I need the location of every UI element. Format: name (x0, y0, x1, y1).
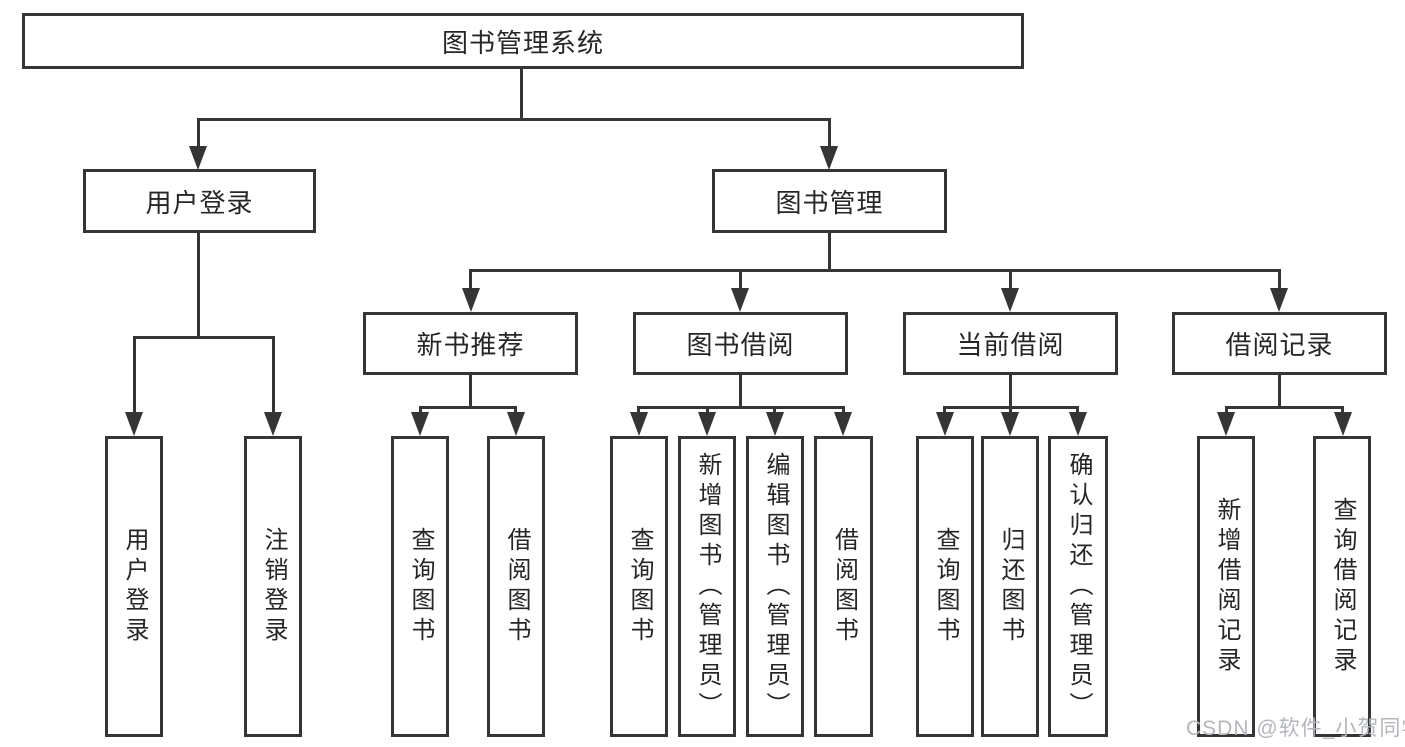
connector-root-bar (197, 118, 831, 121)
leaf-query-books-current: 查询图书 (916, 436, 974, 737)
leaf-add-borrow-record: 新增借阅记录 (1197, 436, 1255, 737)
node-book-management: 图书管理 (712, 169, 947, 233)
connector-drop (637, 406, 640, 416)
arrow-down-icon (507, 412, 525, 436)
watermark: CSDN @软件_小贺同学 (1186, 717, 1405, 740)
leaf-query-books-borrow: 查询图书 (610, 436, 668, 737)
connector-drop (1009, 269, 1012, 291)
arrow-down-icon (936, 412, 954, 436)
connector-drop (706, 406, 709, 416)
arrow-down-icon (125, 412, 143, 436)
connector-drop (773, 406, 776, 416)
connector-root-stem (520, 69, 523, 121)
leaf-confirm-return-admin: 确认归还（管理员） (1048, 436, 1108, 737)
connector-drop (1009, 406, 1012, 416)
connector-section-stem (1278, 375, 1281, 407)
connector-section-bar (419, 406, 517, 409)
leaf-borrow-books: 借阅图书 (814, 436, 873, 737)
connector-drop (1278, 269, 1281, 291)
arrow-down-icon (766, 412, 784, 436)
arrow-down-icon (1069, 412, 1087, 436)
arrow-down-icon (1217, 412, 1235, 436)
arrow-down-icon (1270, 288, 1288, 312)
connector-bookmgmt-stem (828, 233, 831, 272)
connector-bookmgmt-bar (469, 269, 1281, 272)
node-borrow-records: 借阅记录 (1172, 312, 1387, 375)
connector-drop (943, 406, 946, 416)
leaf-user-login: 用户登录 (105, 436, 163, 737)
leaf-add-books-admin: 新增图书（管理员） (678, 436, 736, 737)
leaf-edit-books-admin: 编辑图书（管理员） (746, 436, 804, 737)
connector-section-stem (469, 375, 472, 407)
connector-drop (1076, 406, 1079, 416)
connector-userlogin-bar (133, 336, 275, 339)
leaf-query-books-recommend: 查询图书 (391, 436, 449, 737)
node-root: 图书管理系统 (22, 13, 1024, 69)
connector-drop (514, 406, 517, 416)
connector-userlogin-stem (197, 233, 200, 336)
connector-drop (469, 269, 472, 291)
arrow-down-icon (1001, 412, 1019, 436)
leaf-borrow-books-recommend: 借阅图书 (487, 436, 545, 737)
connector-drop (272, 336, 275, 414)
arrow-down-icon (731, 288, 749, 312)
connector-drop (1341, 406, 1344, 416)
arrow-down-icon (264, 412, 282, 436)
arrow-down-icon (698, 412, 716, 436)
leaf-return-books: 归还图书 (981, 436, 1039, 737)
arrow-down-icon (189, 146, 207, 170)
connector-section-stem (739, 375, 742, 407)
arrow-down-icon (1001, 288, 1019, 312)
arrow-down-icon (834, 412, 852, 436)
connector-drop (1225, 406, 1228, 416)
connector-drop (739, 269, 742, 291)
connector-section-bar (637, 406, 845, 409)
node-user-login: 用户登录 (83, 169, 316, 233)
arrow-down-icon (411, 412, 429, 436)
arrow-down-icon (1334, 412, 1352, 436)
connector-drop (133, 336, 136, 414)
connector-drop (419, 406, 422, 416)
node-book-borrow: 图书借阅 (633, 312, 848, 375)
arrow-down-icon (630, 412, 648, 436)
node-new-book-recommend: 新书推荐 (363, 312, 578, 375)
connector-drop (842, 406, 845, 416)
arrow-down-icon (820, 146, 838, 170)
connector-section-stem (1009, 375, 1012, 407)
connector-section-bar (1225, 406, 1344, 409)
leaf-query-borrow-record: 查询借阅记录 (1313, 436, 1371, 737)
node-current-borrow: 当前借阅 (903, 312, 1118, 375)
arrow-down-icon (462, 288, 480, 312)
connector-drop (197, 118, 200, 148)
connector-drop (828, 118, 831, 148)
leaf-logout: 注销登录 (244, 436, 302, 737)
